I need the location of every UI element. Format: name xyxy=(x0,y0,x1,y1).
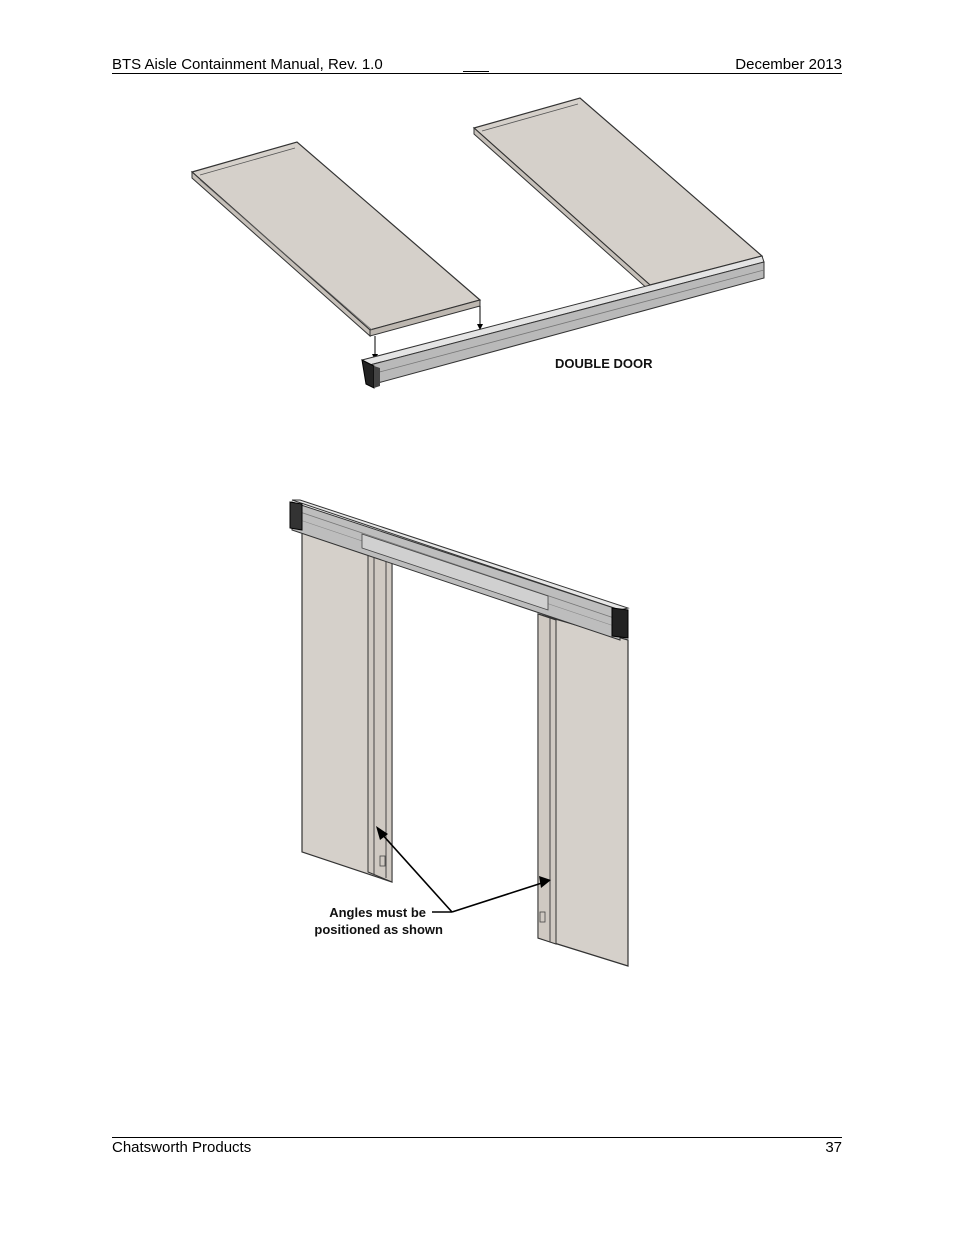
double-door-illustration: DOUBLE DOOR xyxy=(190,97,765,389)
figure-double-door-assembly: DOUBLE DOOR xyxy=(0,90,954,400)
header-rule xyxy=(112,73,842,74)
left-door-panel-side xyxy=(191,170,371,338)
callout-text-line2: positioned as shown xyxy=(314,922,443,937)
header-mark xyxy=(463,71,489,72)
top-rail-right-endcap xyxy=(611,607,629,639)
callout-arrow-right xyxy=(451,881,546,913)
center-bracket xyxy=(361,533,549,611)
callout-text-line1: Angles must be xyxy=(329,905,426,920)
footer-company: Chatsworth Products xyxy=(112,1139,252,1156)
footer-rule xyxy=(112,1137,842,1138)
header-title: BTS Aisle Containment Manual, Rev. 1.0 xyxy=(112,56,383,73)
header-date: December 2013 xyxy=(735,56,842,73)
assembled-door-illustration: Angles must be positioned as shown xyxy=(289,499,630,967)
top-rail-left-endcap xyxy=(289,501,303,531)
double-door-label: DOUBLE DOOR xyxy=(555,356,653,371)
figure-angles-position: Angles must be positioned as shown xyxy=(0,490,954,970)
footer-page-number: 37 xyxy=(825,1139,842,1156)
right-angle-strip xyxy=(537,613,557,945)
top-rail-top xyxy=(291,499,630,611)
callout-arrow-left xyxy=(379,831,453,913)
